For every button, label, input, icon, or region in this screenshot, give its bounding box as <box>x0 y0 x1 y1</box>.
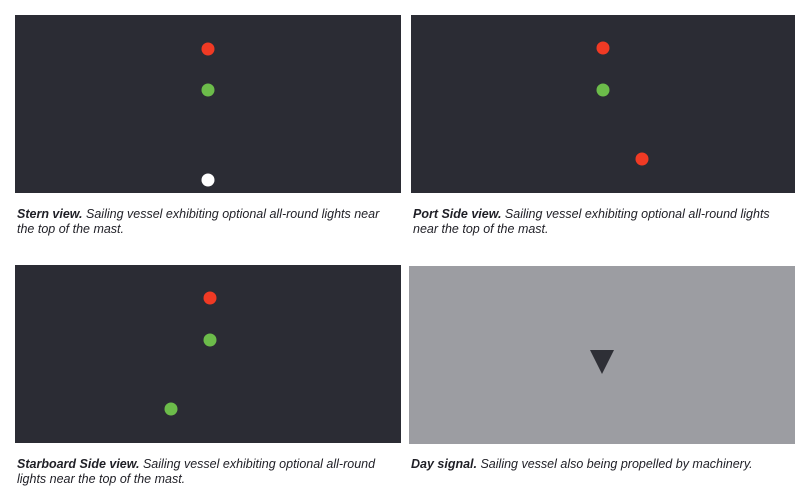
red-light <box>635 152 649 166</box>
stern-view-caption: Stern view. Sailing vessel exhibiting op… <box>17 207 397 237</box>
day-signal-caption: Day signal. Sailing vessel also being pr… <box>411 457 801 472</box>
caption-text: Sailing vessel exhibiting optional all-r… <box>17 457 376 486</box>
starboard-side-view-panel <box>15 265 401 443</box>
red-light <box>596 41 610 55</box>
caption-title: Starboard Side view. <box>17 457 140 471</box>
caption-text: Sailing vessel exhibiting optional all-r… <box>17 207 380 236</box>
green-light <box>164 402 178 416</box>
red-light <box>201 42 215 56</box>
green-light <box>203 333 217 347</box>
day-signal-panel <box>409 266 795 444</box>
stern-view-panel <box>15 15 401 193</box>
cone-point-down-icon <box>590 350 614 374</box>
port-side-view-panel <box>411 15 795 193</box>
green-light <box>596 83 610 97</box>
green-light <box>201 83 215 97</box>
caption-text: Sailing vessel also being propelled by m… <box>477 457 753 471</box>
white-light <box>201 173 215 187</box>
caption-title: Port Side view. <box>413 207 502 221</box>
starboard-side-view-caption: Starboard Side view. Sailing vessel exhi… <box>17 457 397 487</box>
caption-text: Sailing vessel exhibiting optional all-r… <box>413 207 770 236</box>
caption-title: Day signal. <box>411 457 477 471</box>
caption-title: Stern view. <box>17 207 83 221</box>
port-side-view-caption: Port Side view. Sailing vessel exhibitin… <box>413 207 793 237</box>
red-light <box>203 291 217 305</box>
